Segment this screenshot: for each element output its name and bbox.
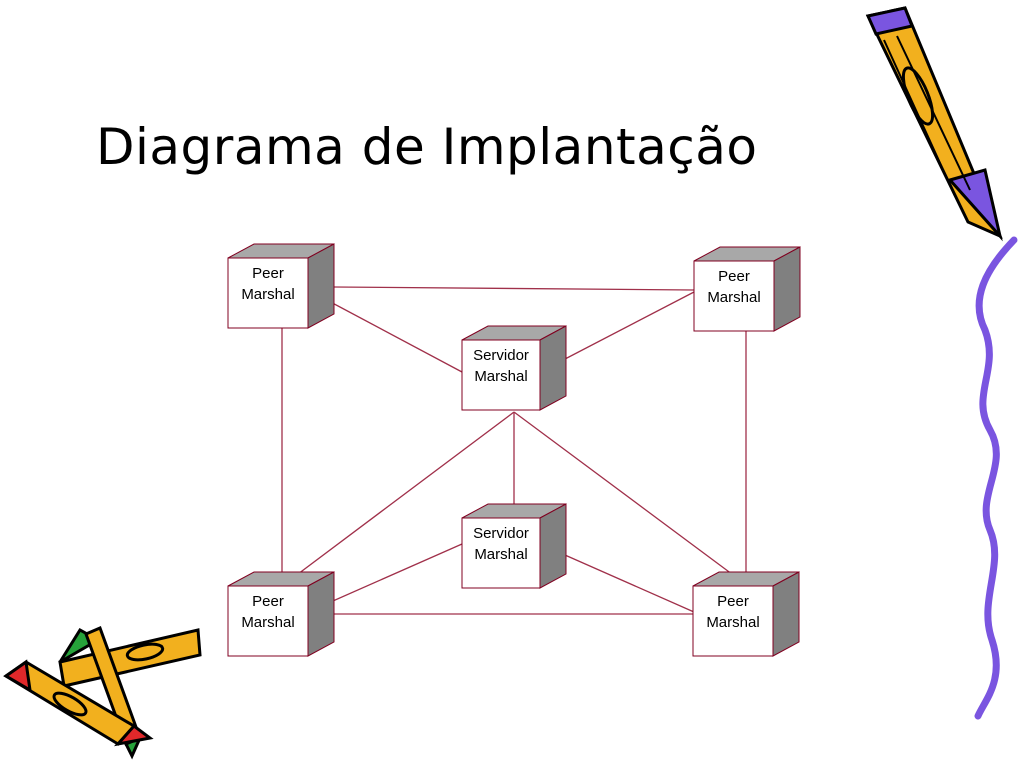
node-front-face — [693, 260, 775, 332]
node-label-line1: Peer — [252, 593, 284, 610]
diagram-edges — [281, 286, 749, 615]
node-front-face — [461, 517, 541, 589]
node-side-face — [773, 246, 801, 332]
node-front-face — [227, 585, 309, 657]
pencil-icon — [865, 6, 1003, 242]
edge-server-top-peer-bl — [281, 411, 515, 587]
node-front-face — [461, 339, 541, 411]
node-label-line2: Marshal — [707, 289, 760, 306]
node-label-line1: Servidor — [473, 347, 529, 364]
node-label-line1: Peer — [252, 265, 284, 282]
node-side-face — [772, 571, 800, 657]
node-label-line1: Peer — [717, 593, 749, 610]
node-label-line2: Marshal — [474, 368, 527, 385]
node-label-line2: Marshal — [706, 614, 759, 631]
edge-server-top-peer-br — [513, 411, 749, 587]
edge-peer-tl-peer-tr — [333, 286, 695, 291]
node-label-line2: Marshal — [474, 546, 527, 563]
diagram-nodes: PeerMarshalPeerMarshalServidorMarshalSer… — [227, 243, 801, 657]
node-side-face — [307, 243, 335, 329]
node-front-face — [692, 585, 774, 657]
node-front-face — [227, 257, 309, 329]
node-side-face — [307, 571, 335, 657]
slide-title: Diagrama de Implantação — [96, 118, 758, 176]
node-label-line2: Marshal — [241, 286, 294, 303]
squiggle-border-icon — [974, 236, 1018, 720]
node-label-line1: Servidor — [473, 525, 529, 542]
node-label-line2: Marshal — [241, 614, 294, 631]
node-label-line1: Peer — [718, 268, 750, 285]
node-side-face — [539, 503, 567, 589]
node-side-face — [539, 325, 567, 411]
pencils-icon — [3, 625, 202, 760]
